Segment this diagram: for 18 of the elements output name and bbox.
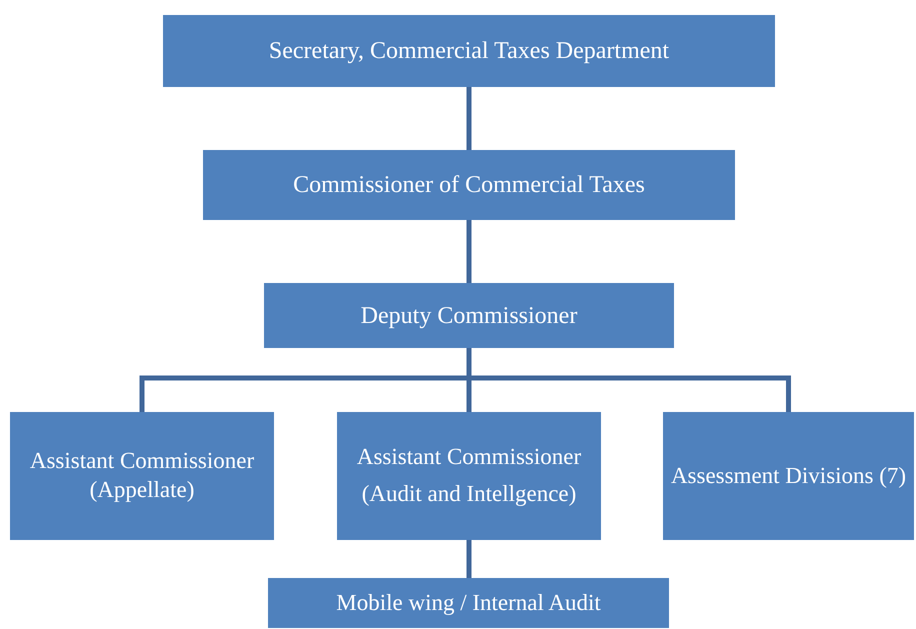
box-label: (Audit and Intellgence) xyxy=(362,480,576,508)
box-label: Deputy Commissioner xyxy=(360,302,578,330)
org-box xyxy=(10,412,274,540)
connector-line xyxy=(466,87,472,150)
box-label: Mobile wing / Internal Audit xyxy=(336,588,601,617)
connector-line xyxy=(466,540,472,578)
box-label: Assistant Commissioner (Appellate) xyxy=(28,447,256,504)
org-box xyxy=(264,283,674,348)
org-box xyxy=(337,412,601,540)
org-box xyxy=(163,15,775,87)
org-box xyxy=(663,412,914,540)
org-box xyxy=(268,578,669,628)
box-label: Assessment Divisions (7) xyxy=(670,462,906,490)
box-label: Secretary, Commercial Taxes Department xyxy=(268,37,670,66)
connector-line xyxy=(466,220,472,283)
box-label: Commissioner of Commercial Taxes xyxy=(293,171,645,200)
org-box xyxy=(203,150,735,220)
box-label: Assistant Commissioner xyxy=(356,443,582,472)
